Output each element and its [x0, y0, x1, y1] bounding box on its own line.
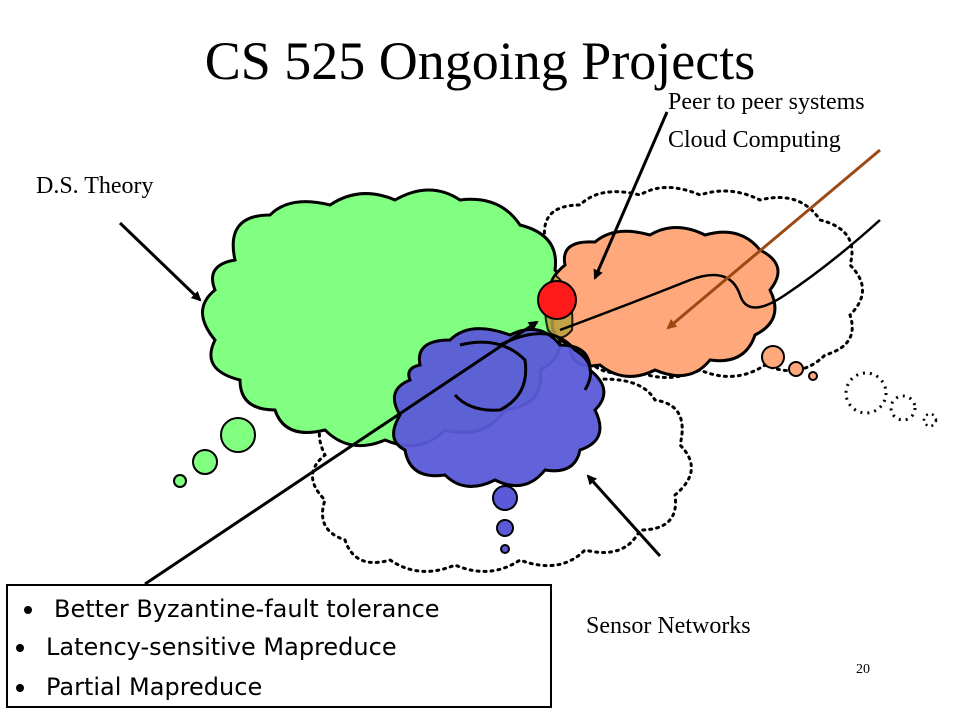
cloud-boundary-line	[559, 219, 881, 332]
theory-label: D.S. Theory	[36, 173, 154, 199]
projects-arrow	[144, 320, 539, 586]
p2p-cloud	[547, 226, 818, 381]
bullet-icon	[16, 684, 24, 692]
sensor-arrow	[586, 474, 662, 558]
page-number: 20	[856, 662, 870, 677]
theory-arrow	[118, 221, 202, 302]
projects-box: Better Byzantine-fault tolerance Latency…	[6, 584, 552, 708]
list-item: Better Byzantine-fault tolerance	[24, 594, 440, 624]
slide-title: CS 525 Ongoing Projects	[204, 31, 756, 91]
list-item: Latency-sensitive Mapreduce	[16, 632, 397, 662]
bullet-text: Partial Mapreduce	[46, 673, 263, 701]
cloud-arrow	[666, 148, 881, 330]
p2p-label: Peer to peer systems	[668, 89, 865, 115]
intersection-dot	[537, 280, 577, 320]
sensor-cloud	[392, 327, 606, 554]
bullet-icon	[16, 644, 24, 652]
bullet-text: Better Byzantine-fault tolerance	[54, 595, 440, 623]
cloud-computing-label: Cloud Computing	[668, 127, 841, 153]
bullet-icon	[24, 606, 32, 614]
bullet-text: Latency-sensitive Mapreduce	[46, 633, 397, 661]
p2p-arrow	[593, 111, 669, 280]
list-item: Partial Mapreduce	[16, 672, 263, 702]
sensor-networks-label: Sensor Networks	[586, 613, 751, 639]
